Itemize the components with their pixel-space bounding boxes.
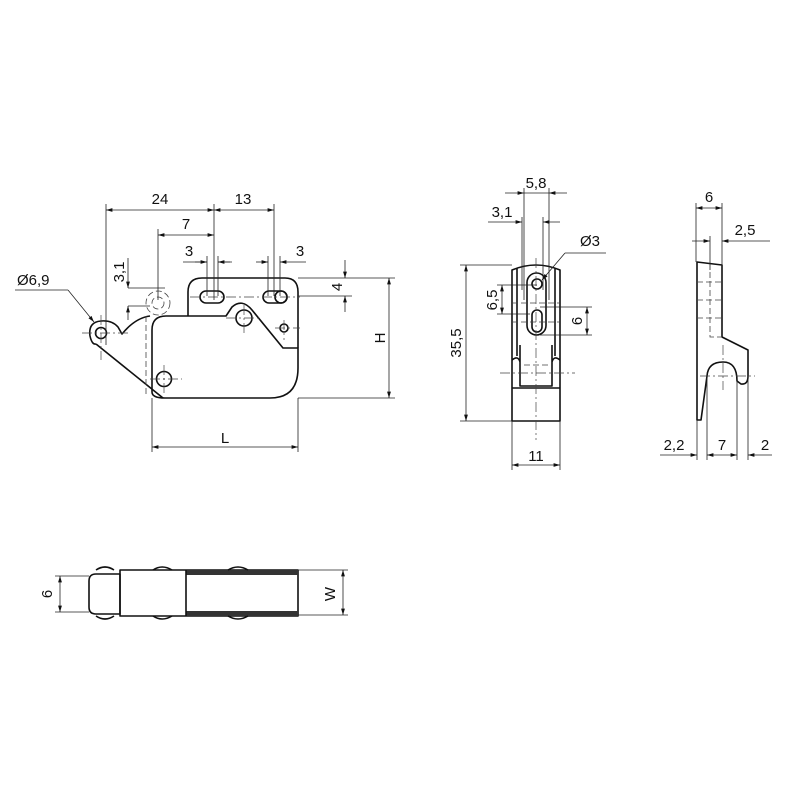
side-hidden-lines: [512, 302, 560, 366]
side-extension-lines: [460, 188, 592, 470]
front-view: 24 13 7 3 3 3,1 4 H L Ø6,9: [15, 191, 395, 452]
mounting-plate-outline: [187, 277, 299, 348]
label-2: 2: [761, 437, 769, 454]
end-extension-lines: [695, 203, 749, 460]
label-4: 4: [329, 283, 346, 291]
end-center-lines: [700, 345, 755, 390]
label-W: W: [322, 586, 339, 601]
label-6-5: 6,5: [484, 290, 501, 311]
label-6-end: 6: [705, 189, 713, 206]
side-view: 5,8 3,1 Ø3 35,5 6,5 6 11: [448, 175, 606, 470]
end-hidden-lines: [697, 272, 722, 338]
extension-lines: [105, 204, 395, 452]
leader-arrow: [541, 252, 566, 281]
label-2-2: 2,2: [664, 437, 685, 454]
bottom-view: 6 W: [39, 566, 348, 620]
bottom-extension-lines: [55, 569, 348, 616]
label-L: L: [221, 430, 229, 447]
label-5-8: 5,8: [526, 175, 547, 192]
label-3-right: 3: [296, 243, 304, 260]
leader-arrow: [67, 289, 95, 323]
label-3-1: 3,1: [111, 262, 128, 283]
label-3-1-side: 3,1: [492, 204, 513, 221]
latch-body-outline: [151, 302, 299, 399]
label-7-end: 7: [718, 437, 726, 454]
label-24: 24: [152, 191, 169, 208]
side-slot: [526, 272, 547, 336]
side-inner-slot: [531, 309, 543, 333]
catch-profile: [696, 261, 749, 421]
bottom-rail-bottom: [186, 611, 298, 616]
center-lines: [82, 296, 300, 394]
end-view: 6 2,5 2,2 7 2: [660, 189, 772, 460]
label-6-bottom: 6: [39, 590, 56, 598]
side-hole-dia-3: [531, 278, 543, 290]
label-2-5: 2,5: [735, 222, 756, 239]
side-outline: [511, 264, 561, 422]
side-center-lines: [500, 258, 575, 440]
label-35-5: 35,5: [448, 328, 465, 357]
label-6-side: 6: [569, 317, 586, 325]
label-3-left: 3: [185, 243, 193, 260]
label-13: 13: [235, 191, 252, 208]
bottom-body: [119, 569, 299, 617]
label-dia-3: Ø3: [580, 233, 600, 250]
label-H: H: [372, 333, 389, 344]
label-7: 7: [182, 216, 190, 233]
bottom-rivets: [95, 566, 249, 620]
label-dia-6-9: Ø6,9: [17, 272, 50, 289]
label-11: 11: [528, 448, 544, 465]
bottom-end-cap: [88, 573, 121, 615]
bottom-rail-top: [186, 570, 298, 575]
